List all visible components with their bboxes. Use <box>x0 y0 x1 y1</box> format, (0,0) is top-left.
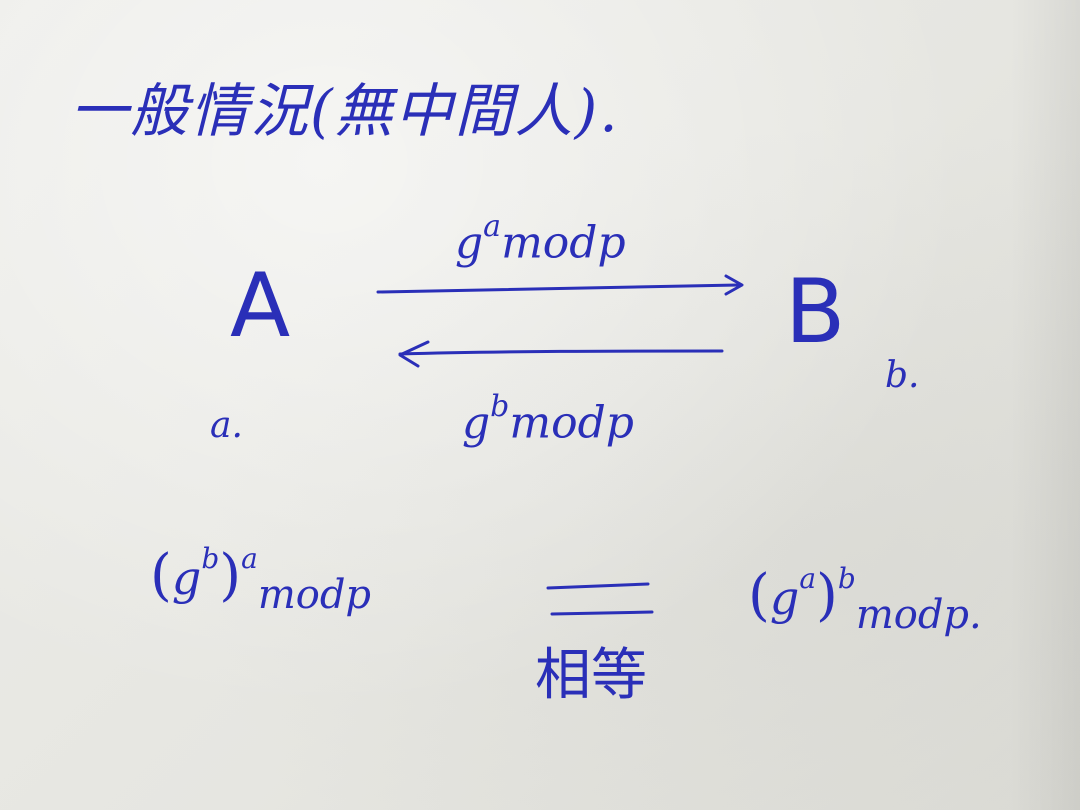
message-a-to-b-base: g <box>455 217 484 269</box>
arrow-b-to-a <box>398 349 724 356</box>
shared-key-a-mod: modp <box>257 572 372 618</box>
equal-label: 相等 <box>535 643 647 708</box>
party-a-secret: a. <box>210 405 243 446</box>
equals-top-line <box>546 582 650 590</box>
shared-key-a-base: g <box>171 551 202 605</box>
shared-key-b-base: g <box>769 571 800 625</box>
paper-shadow <box>1010 0 1080 810</box>
party-b-secret: b. <box>885 355 920 396</box>
shared-key-b-outer-exp: b <box>837 561 856 595</box>
message-b-to-a-base: g <box>462 397 491 449</box>
shared-key-a-close-paren: ) <box>219 543 242 608</box>
shared-key-b: (ga)bmodp. <box>748 564 982 635</box>
equals-bottom-line <box>550 610 654 616</box>
arrow-a-to-b <box>376 283 740 294</box>
shared-key-b-mod: modp. <box>855 592 982 638</box>
message-b-to-a: gbmodp <box>462 392 634 449</box>
shared-key-a-outer-exp: a <box>241 541 258 575</box>
message-b-to-a-mod: modp <box>509 397 634 449</box>
party-a-label: A <box>230 254 291 357</box>
shared-key-a-inner-exp: b <box>201 541 220 575</box>
arrowhead-left <box>398 340 430 368</box>
shared-key-a-open-paren: ( <box>150 543 172 608</box>
message-b-to-a-exponent: b <box>490 389 510 424</box>
arrowhead-right <box>724 274 744 296</box>
shared-key-b-open-paren: ( <box>748 563 770 628</box>
page-title: 一般情況(無中間人). <box>70 77 620 145</box>
party-b-label: B <box>785 260 846 363</box>
shared-key-b-close-paren: ) <box>816 563 838 628</box>
message-a-to-b-exponent: a <box>483 209 502 244</box>
message-a-to-b: gamodp <box>455 212 626 269</box>
shared-key-a: (gb)amodp <box>150 544 371 615</box>
shared-key-b-inner-exp: a <box>799 561 817 595</box>
message-a-to-b-mod: modp <box>501 217 626 269</box>
